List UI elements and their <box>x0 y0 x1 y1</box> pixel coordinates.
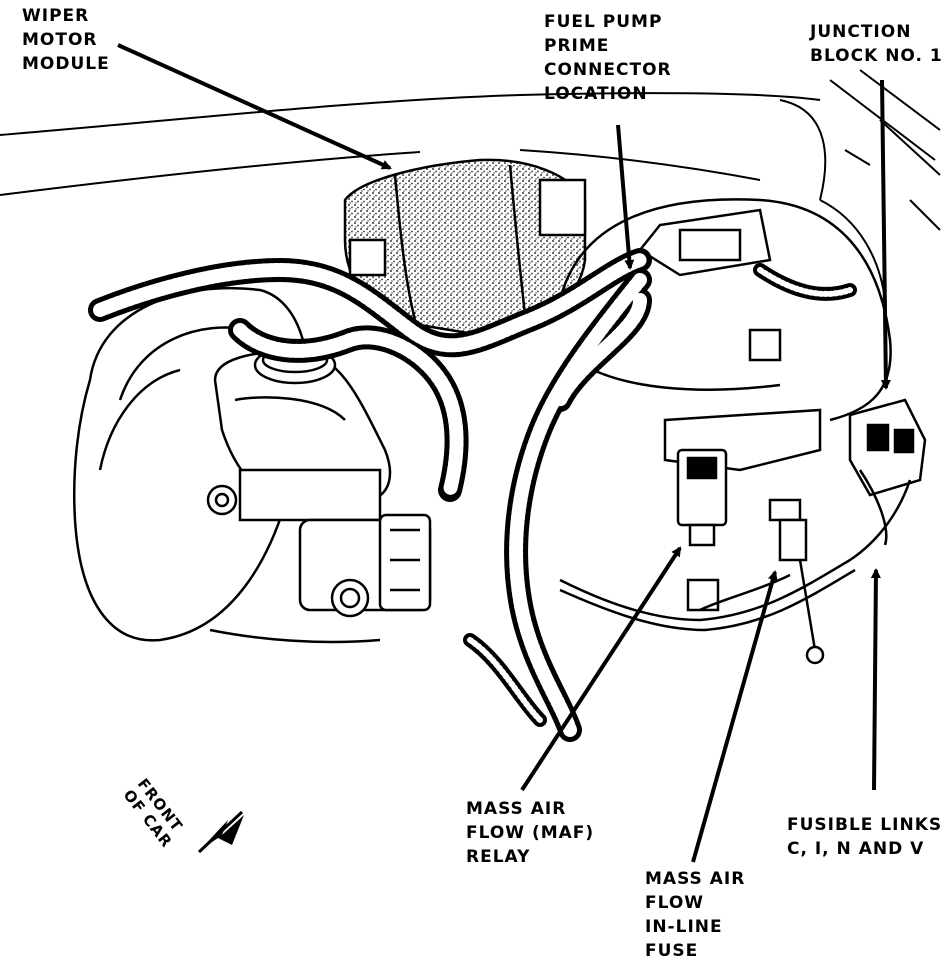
label-junction-block: JUNCTION BLOCK NO. 1 <box>810 22 943 66</box>
thin-wires <box>559 469 912 665</box>
label-maf-inline-fuse: MASS AIR FLOW IN-LINE FUSE <box>645 869 746 961</box>
strut-tower <box>558 198 892 422</box>
label-fusible-links: FUSIBLE LINKS C, I, N AND V <box>787 815 943 859</box>
wiring-harness <box>88 248 857 742</box>
label-wiper-motor-module: WIPER MOTOR MODULE <box>22 6 110 74</box>
junction-block <box>848 398 927 497</box>
firewall-lines <box>0 92 886 301</box>
relay-bracket <box>663 408 822 612</box>
wiper-motor-module <box>343 158 587 337</box>
label-maf-relay: MASS AIR FLOW (MAF) RELAY <box>466 799 595 867</box>
front-of-car-arrow <box>197 810 244 854</box>
label-fuel-pump-prime-connector: FUEL PUMP PRIME CONNECTOR LOCATION <box>544 12 672 104</box>
master-cylinder <box>206 345 432 618</box>
leader-arrows <box>117 43 891 863</box>
